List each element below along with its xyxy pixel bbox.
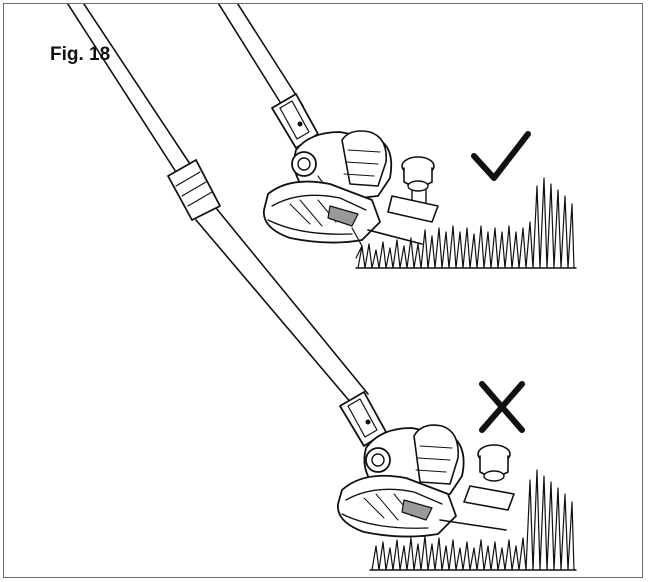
shaft-top [217, 4, 304, 111]
shaft-bottom [66, 4, 369, 405]
grass-bottom [369, 469, 577, 571]
edge-wheel-bottom [463, 444, 515, 511]
cutting-line-bottom [439, 519, 507, 531]
check-icon [471, 131, 531, 181]
trimmer-correct [217, 4, 577, 269]
grass-top [355, 177, 577, 269]
edge-wheel-top [387, 156, 439, 223]
guard-bottom [337, 474, 457, 538]
grip-collar [167, 159, 221, 221]
cutting-line-top [367, 229, 423, 245]
cross-icon [479, 381, 525, 433]
trimmer-incorrect [337, 391, 577, 571]
shaft-coupling-top [271, 93, 319, 149]
figure-label: Fig. 18 [50, 44, 111, 65]
